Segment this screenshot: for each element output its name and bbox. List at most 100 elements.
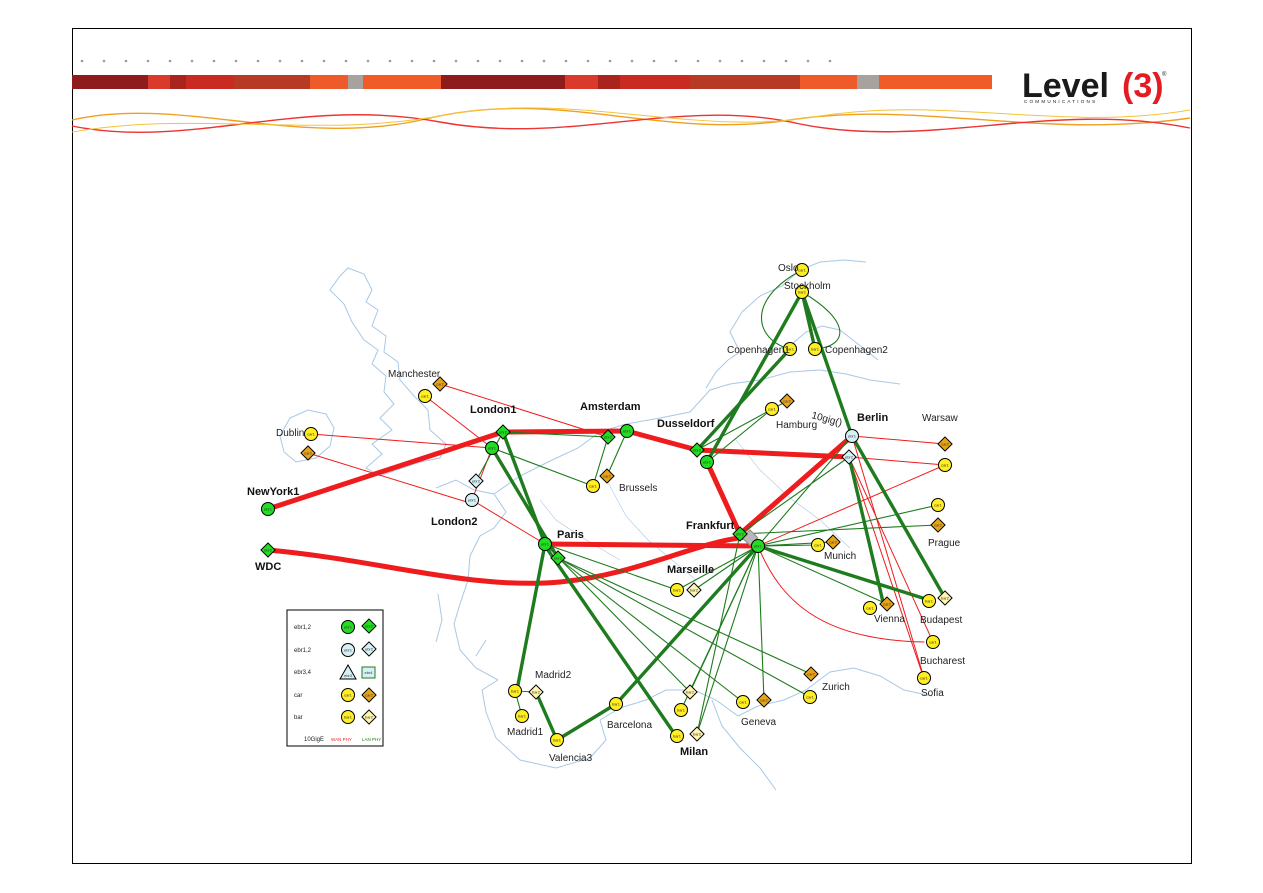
node-wdc-ebr2: ebr2 [260,542,276,558]
legend-symbol-bar1-circle: bar1 [341,710,355,724]
header-dot [300,59,304,63]
header-dot [322,59,326,63]
node-code: car1 [941,463,950,468]
node-shape [670,583,684,597]
label-london2: London2 [431,516,477,528]
header-dot [190,59,194,63]
node-shape [845,429,859,443]
node-paris-ebr1: ebr1 [538,537,552,551]
node-shape [689,726,705,742]
node-london2-ebr2: ebr2 [468,473,484,489]
header-dot [630,59,634,63]
label-prague: Prague [928,538,961,549]
header-dot [410,59,414,63]
node-shape [304,427,318,441]
node-code: ebr1 [754,544,763,549]
node-code: car1 [934,503,943,508]
node-code: bar1 [518,714,527,719]
node-code: ebr2 [736,532,745,537]
links [265,269,947,742]
node-shape [783,342,797,356]
node-code: bar1 [677,708,686,713]
label-copenhagen1: Copenhagen1 [727,345,790,356]
node-code: car2 [760,698,769,703]
node-code: bar2 [690,588,699,593]
node-warsaw-car1: car1 [938,458,952,472]
node-shape [550,550,566,566]
node-shape [879,596,895,612]
node-code: bar1 [612,702,621,707]
node-valencia3-bar1: bar1 [550,733,564,747]
node-code: car1 [739,700,748,705]
label-milan: Milan [680,746,708,758]
node-shape [515,709,529,723]
node-shape [682,684,698,700]
node-code: bar1 [673,588,682,593]
node-code: ebr1 [703,460,712,465]
label-budapest: Budapest [920,615,962,626]
node-code: car1 [421,394,430,399]
node-code: ebr2 [693,448,702,453]
header-dot [146,59,150,63]
node-shape [674,703,688,717]
node-london1-ebr1: ebr1 [485,441,499,455]
node-code: ebr1 [848,434,857,439]
node-shape [937,436,953,452]
node-shape [538,537,552,551]
node-shape [550,733,564,747]
label-amsterdam: Amsterdam [580,401,641,413]
node-shape [926,635,940,649]
label-sofia: Sofia [921,688,944,699]
node-shape [803,690,817,704]
node-shape [736,695,750,709]
label-zurich: Zurich [822,682,850,693]
node-shape [756,692,772,708]
node-shape [670,729,684,743]
node-shape [465,493,479,507]
node-shape [937,590,953,606]
node-oslo-car1: car1 [795,263,809,277]
legend-symbol-ebr1-blue-code: ebr1 [344,648,353,653]
node-vienna-car2: car2 [879,596,895,612]
node-barcelona-bar1: bar1 [609,697,623,711]
legend-symbol-ebr1-blue-circle: ebr1 [341,643,355,657]
legend-lan-phy: LAN PHY [362,737,381,742]
header-dot [762,59,766,63]
header-waves [71,107,1191,134]
label-brussels: Brussels [619,483,657,494]
node-shape [620,424,634,438]
header-dot [124,59,128,63]
node-code: car1 [929,640,938,645]
node-code: ebr1 [468,498,477,503]
node-code: ebr2 [604,435,613,440]
legend-symbol-ebr2-blue-diamond: ebr2 [361,641,377,657]
label-newyork1: NewYork1 [247,486,299,498]
node-code: car2 [436,382,445,387]
node-manchester-car1: car1 [418,389,432,403]
node-geneva-car2: car2 [756,692,772,708]
logo-three-text: (3) [1122,67,1164,105]
node-shape [795,263,809,277]
node-prague-car2: car2 [930,517,946,533]
header-dot [168,59,172,63]
node-sofia-car1: car1 [917,671,931,685]
label-frankfurt: Frankfurt [686,520,735,532]
node-shape [418,389,432,403]
legend-symbol-ebr3-code: ebr3 [344,673,353,678]
node-milan-bar1-b: bar1 [674,703,688,717]
node-code: bar2 [941,596,950,601]
header-dot [784,59,788,63]
label-munich: Munich [824,551,856,562]
header-dot [454,59,458,63]
slide-frame [72,28,1192,864]
legend-symbol-car1-code: car1 [344,693,353,698]
node-code: ebr2 [554,556,563,561]
header-dot [652,59,656,63]
node-amsterdam-ebr1: ebr1 [620,424,634,438]
label-madrid2: Madrid2 [535,670,572,681]
label-wdc: WDC [255,561,281,573]
node-code: car2 [829,540,838,545]
node-dublin-car1: car1 [304,427,318,441]
